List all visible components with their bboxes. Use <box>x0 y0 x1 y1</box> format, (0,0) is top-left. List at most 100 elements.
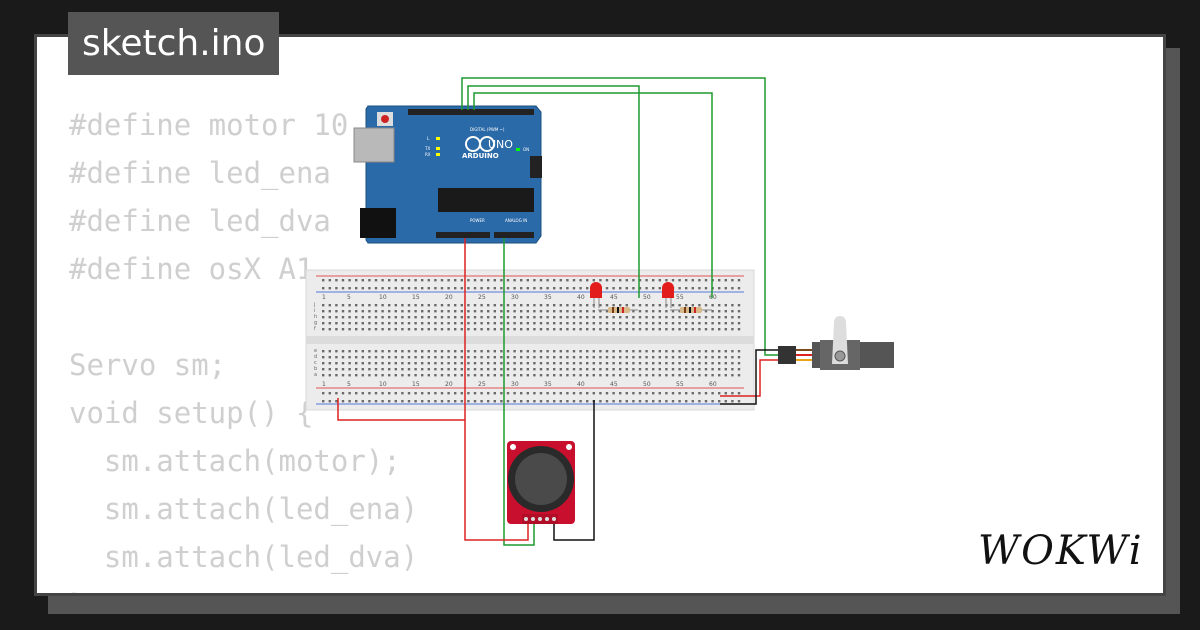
breadboard-hole <box>526 368 529 371</box>
breadboard-hole <box>579 310 582 313</box>
breadboard-hole <box>506 322 510 325</box>
breadboard[interactable]: 1 5 10 15 20 25 30 35 40 45 50 55 60 1 5… <box>305 269 755 411</box>
power-label: POWER <box>470 218 485 223</box>
arduino-uno-board[interactable]: ARDUINO UNO DIGITAL (PWM ~) POWER ANALOG… <box>353 105 542 244</box>
breadboard-hole <box>447 400 450 403</box>
breadboard-hole <box>691 322 694 325</box>
breadboard-hole <box>487 350 490 353</box>
breadboard-hole <box>553 328 556 331</box>
column-number: 25 <box>478 381 486 388</box>
breadboard-hole <box>704 350 708 353</box>
breadboard-hole <box>599 328 602 331</box>
l-label: L <box>427 136 430 141</box>
breadboard-hole <box>421 328 424 331</box>
breadboard-hole <box>460 392 463 395</box>
breadboard-hole <box>381 322 384 325</box>
breadboard-hole <box>539 374 543 377</box>
breadboard-hole <box>520 328 523 331</box>
led-1[interactable] <box>590 282 602 308</box>
file-name-tab[interactable]: sketch.ino <box>68 12 280 75</box>
breadboard-hole <box>487 287 490 290</box>
breadboard-hole <box>711 356 714 359</box>
breadboard-hole <box>480 304 483 307</box>
breadboard-hole <box>328 362 331 365</box>
breadboard-hole <box>625 316 628 319</box>
breadboard-hole <box>427 287 430 290</box>
breadboard-hole <box>355 362 358 365</box>
breadboard-hole <box>394 310 397 313</box>
breadboard-hole <box>625 328 628 331</box>
breadboard-hole <box>361 362 364 365</box>
column-number: 60 <box>709 294 717 301</box>
breadboard-hole <box>533 328 536 331</box>
column-number: 25 <box>478 294 486 301</box>
breadboard-hole <box>355 374 358 377</box>
breadboard-hole <box>427 322 430 325</box>
joystick-knob[interactable] <box>515 453 567 505</box>
breadboard-hole <box>381 374 384 377</box>
code-editor[interactable]: #define motor 10#define led_ena#define l… <box>69 101 419 593</box>
breadboard-hole <box>671 374 675 377</box>
breadboard-hole <box>625 374 628 377</box>
breadboard-hole <box>652 322 655 325</box>
breadboard-hole <box>619 374 622 377</box>
breadboard-hole <box>460 328 463 331</box>
breadboard-hole <box>513 350 516 353</box>
breadboard-hole <box>711 310 714 313</box>
breadboard-hole <box>355 400 358 403</box>
breadboard-hole <box>322 356 325 359</box>
breadboard-hole <box>546 279 549 282</box>
breadboard-hole <box>328 350 331 353</box>
breadboard-hole <box>632 368 635 371</box>
breadboard-hole <box>526 362 529 365</box>
servo-motor[interactable] <box>778 316 894 370</box>
reset-button[interactable] <box>381 115 389 123</box>
breadboard-hole <box>671 310 675 313</box>
breadboard-hole <box>731 287 734 290</box>
breadboard-hole <box>421 356 424 359</box>
breadboard-hole <box>711 374 714 377</box>
breadboard-hole <box>427 328 430 331</box>
breadboard-hole <box>500 304 503 307</box>
breadboard-hole <box>658 279 661 282</box>
breadboard-hole <box>619 400 622 403</box>
breadboard-hole <box>546 328 549 331</box>
breadboard-hole <box>691 356 694 359</box>
breadboard-hole <box>414 279 417 282</box>
breadboard-hole <box>414 287 417 290</box>
breadboard-hole <box>724 310 727 313</box>
breadboard-hole <box>335 279 338 282</box>
breadboard-hole <box>460 350 463 353</box>
breadboard-hole <box>698 350 701 353</box>
breadboard-hole <box>348 356 351 359</box>
breadboard-hole <box>572 350 576 353</box>
breadboard-hole <box>645 368 648 371</box>
breadboard-hole <box>737 400 741 403</box>
breadboard-hole <box>447 374 450 377</box>
digital-header <box>408 109 534 115</box>
breadboard-hole <box>592 328 595 331</box>
breadboard-hole <box>731 328 734 331</box>
breadboard-hole <box>480 356 483 359</box>
joystick-module[interactable] <box>507 441 575 524</box>
code-line: sm.attach(led_ena) <box>69 492 419 526</box>
breadboard-hole <box>388 350 391 353</box>
breadboard-hole <box>506 362 510 365</box>
breadboard-hole <box>348 350 351 353</box>
breadboard-hole <box>401 279 404 282</box>
breadboard-hole <box>619 304 622 307</box>
breadboard-hole <box>539 400 543 403</box>
breadboard-hole <box>355 328 358 331</box>
breadboard-hole <box>513 304 516 307</box>
breadboard-hole <box>599 356 602 359</box>
breadboard-hole <box>678 350 681 353</box>
column-number: 15 <box>412 381 420 388</box>
breadboard-hole <box>467 328 470 331</box>
breadboard-hole <box>434 279 437 282</box>
led-2[interactable] <box>662 282 674 308</box>
row-letter: d <box>314 354 317 360</box>
breadboard-hole <box>335 322 338 325</box>
breadboard-hole <box>605 328 609 331</box>
breadboard-hole <box>368 310 371 313</box>
